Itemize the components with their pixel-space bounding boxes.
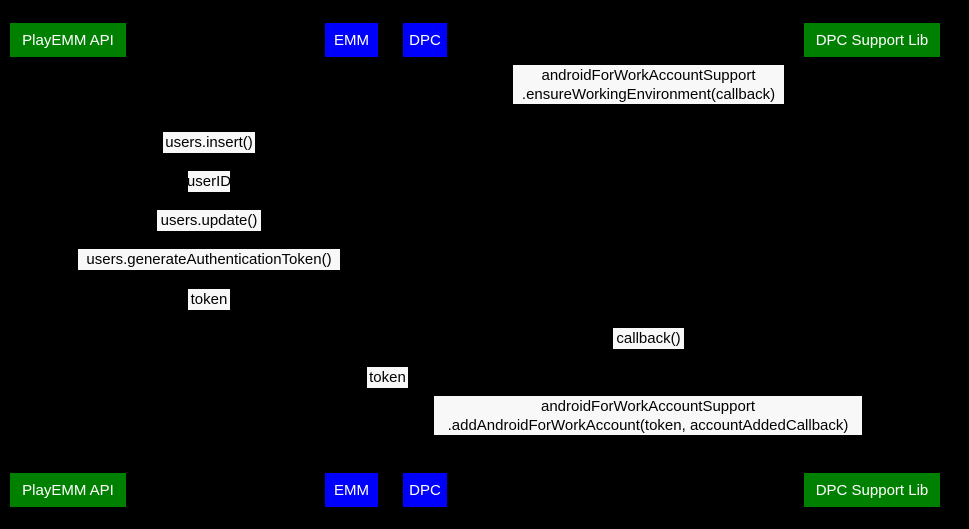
participant-label: EMM (334, 31, 369, 49)
participant-label: PlayEMM API (22, 31, 114, 49)
participant-bottom-dpc: DPC (403, 473, 447, 507)
participant-label: DPC Support Lib (815, 481, 929, 499)
participant-bottom-playemm-api: PlayEMM API (10, 473, 126, 507)
message-text-line: token (369, 369, 406, 386)
message-label-ensure-working-environment: androidForWorkAccountSupport.ensureWorki… (513, 65, 784, 104)
message-text-line: androidForWorkAccountSupport (541, 397, 755, 415)
participant-label: DPC (409, 31, 441, 49)
message-text-line: userID (186, 173, 232, 190)
message-text-line: callback() (616, 330, 681, 347)
participant-bottom-dpc-support-lib: DPC Support Lib (804, 473, 940, 507)
message-text-line: token (190, 291, 228, 308)
message-text-line: androidForWorkAccountSupport (541, 66, 756, 84)
message-label-add-android-for-work-account: androidForWorkAccountSupport.addAndroidF… (434, 396, 862, 435)
message-text-line: .ensureWorkingEnvironment(callback) (521, 85, 776, 103)
participant-top-dpc-support-lib: DPC Support Lib (804, 23, 940, 57)
message-label-users-generate-authentication-token: users.generateAuthenticationToken() (78, 249, 340, 270)
message-label-users-update: users.update() (157, 210, 261, 231)
participant-label: DPC Support Lib (815, 31, 929, 49)
participant-label: DPC (409, 481, 441, 499)
message-text-line: users.generateAuthenticationToken() (86, 251, 332, 268)
message-label-users-insert: users.insert() (163, 132, 255, 153)
message-text-line: users.insert() (165, 134, 253, 151)
message-text-line: .addAndroidForWorkAccount(token, account… (447, 416, 849, 434)
message-label-user-id: userID (186, 171, 232, 192)
message-text-line: users.update() (160, 212, 258, 229)
message-label-token-to-dpc: token (367, 367, 408, 388)
message-label-callback: callback() (613, 328, 684, 349)
message-label-token-to-emm: token (188, 289, 230, 310)
participant-top-emm: EMM (325, 23, 378, 57)
participant-bottom-emm: EMM (325, 473, 378, 507)
participant-top-dpc: DPC (403, 23, 447, 57)
participant-top-playemm-api: PlayEMM API (10, 23, 126, 57)
participant-label: PlayEMM API (22, 481, 114, 499)
participant-label: EMM (334, 481, 369, 499)
